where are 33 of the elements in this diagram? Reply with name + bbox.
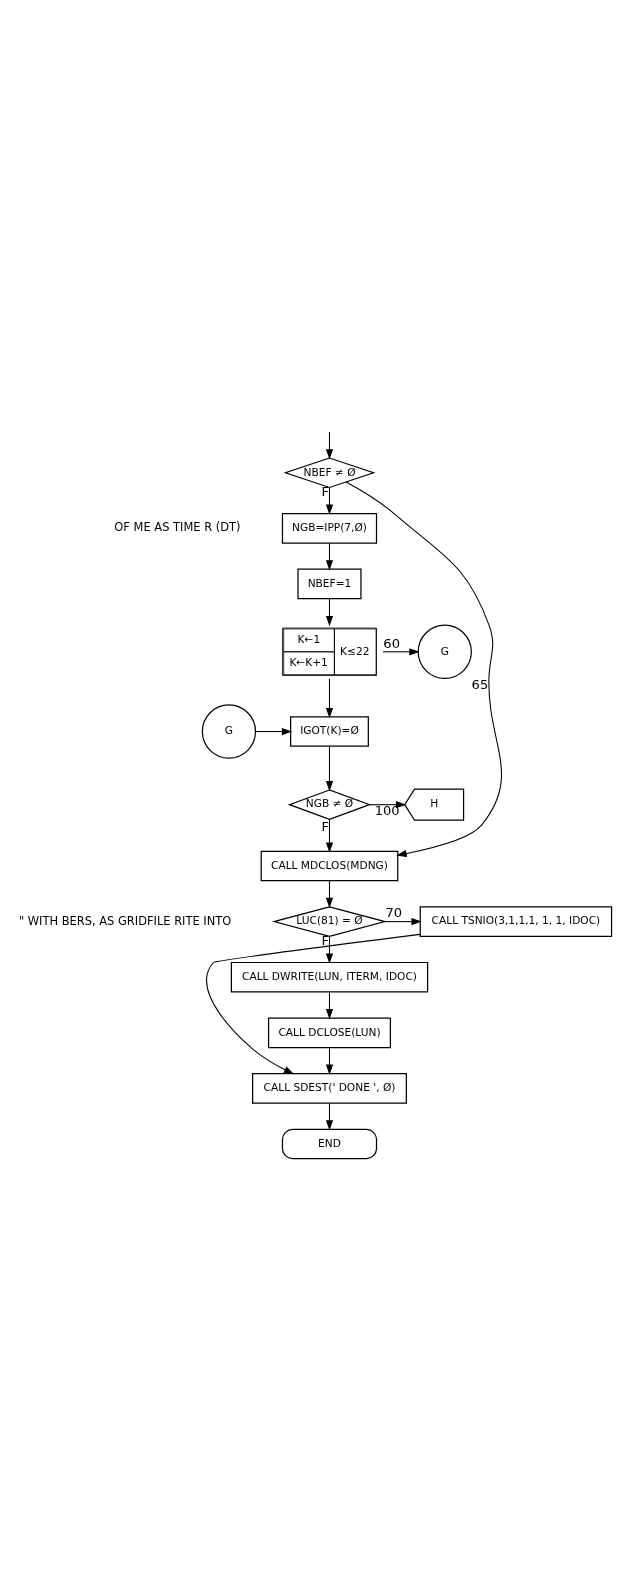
edge-label: 65 [471, 677, 489, 693]
node-box: NGB=IPP(7,Ø) [281, 513, 378, 544]
label: " WITH BERS, AS GRIDFILE RITE INTO [18, 913, 232, 928]
node-box: IGOT(K)=Ø [290, 716, 369, 747]
node-box: CALL MDCLOS(MDNG) [260, 850, 399, 882]
node-box: END [281, 1128, 378, 1160]
node-box: NBEF=1 [297, 568, 362, 600]
edge-label: 60 [383, 635, 400, 651]
arrow [325, 880, 334, 909]
arrow [325, 678, 334, 719]
node-diamond: LUC(81) = Ø [271, 906, 388, 937]
edge-label: 100 [374, 803, 400, 819]
arrow [325, 819, 334, 853]
node-box: CALL TSNIO(3,1,1,1, 1, 1, IDOC) [419, 906, 613, 937]
arrow [384, 918, 422, 926]
arrow [325, 745, 334, 792]
edge-label: 70 [385, 905, 403, 921]
node-circle: G [417, 624, 472, 679]
arrow [345, 481, 502, 858]
arrow [369, 801, 407, 809]
arrow [382, 648, 420, 656]
node-box: CALL DCLOSE(LUN) [267, 1017, 391, 1049]
arrow [255, 727, 293, 736]
node-diamond: NGB ≠ Ø [287, 789, 372, 821]
arrow [325, 991, 334, 1020]
node-box: CALL SDEST(' DONE ', Ø) [252, 1073, 407, 1104]
edge-label: F [321, 819, 330, 835]
arrow [325, 1047, 334, 1075]
arrow [325, 542, 334, 571]
node-circle: G [201, 704, 257, 759]
label: OF ME AS TIME R (DT) [114, 520, 241, 535]
node-box: CALL DWRITE(LUN, ITERM, IDOC) [230, 961, 429, 993]
arrow [325, 1102, 334, 1131]
